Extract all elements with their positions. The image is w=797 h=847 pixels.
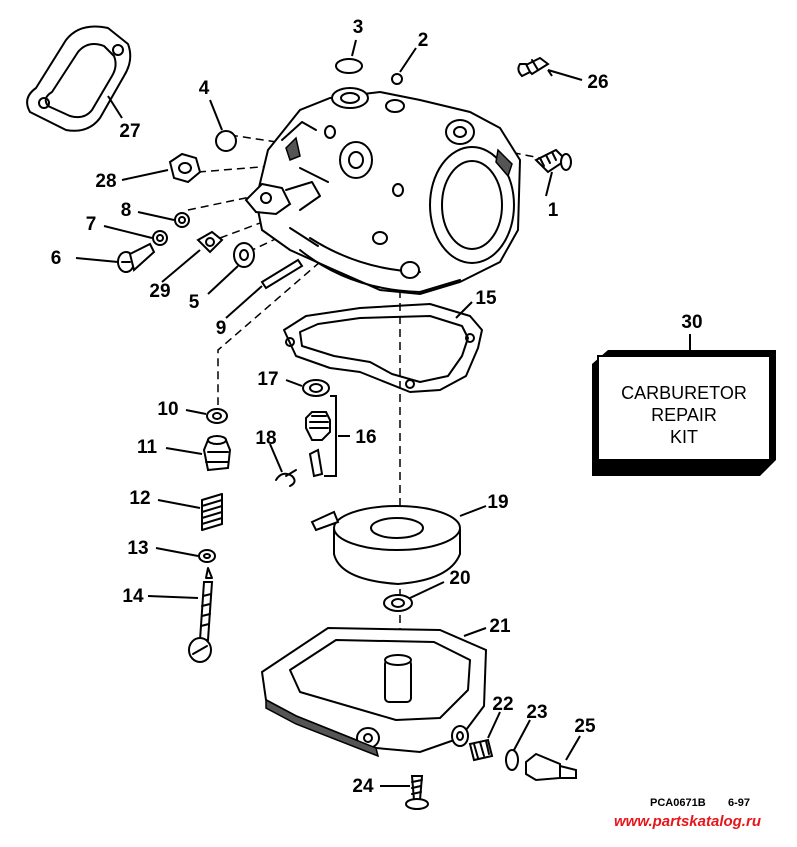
callout-8: 8 <box>121 200 132 221</box>
kit-label-line3: KIT <box>670 427 698 447</box>
part-8-lockwasher <box>174 212 190 228</box>
callout-1: 1 <box>548 200 559 221</box>
part-14-mixture-screw <box>188 567 214 663</box>
callout-26: 26 <box>587 72 608 93</box>
callout-10: 10 <box>157 399 178 420</box>
part-6-screw <box>117 242 156 273</box>
part-22-plug <box>468 738 494 762</box>
callout-4: 4 <box>199 78 210 99</box>
callout-21: 21 <box>489 616 511 637</box>
part-30-repair-kit: CARBURETOR REPAIR KIT <box>592 350 776 476</box>
part-3-plug <box>335 58 363 74</box>
callout-18: 18 <box>255 428 276 449</box>
callout-17: 17 <box>257 369 278 390</box>
part-11-plug <box>202 435 232 472</box>
callout-9: 9 <box>216 318 227 339</box>
callout-14: 14 <box>122 586 144 607</box>
part-27-gasket <box>26 25 132 132</box>
part-24-screw <box>405 775 429 810</box>
callout-7: 7 <box>86 214 97 235</box>
carburetor-body <box>244 87 522 296</box>
kit-label-line2: REPAIR <box>651 405 717 425</box>
part-5-washer <box>233 242 255 268</box>
part-18-clip <box>275 469 297 487</box>
diagram-date: 6-97 <box>728 797 750 809</box>
part-20-washer <box>383 594 413 612</box>
callout-20: 20 <box>449 568 470 589</box>
part-16-needle-seat <box>305 395 337 478</box>
leader-lines <box>75 39 691 787</box>
part-21-float-bowl <box>260 626 488 758</box>
callout-16: 16 <box>355 427 376 448</box>
callout-25: 25 <box>574 716 596 737</box>
part-23-oring <box>505 749 519 771</box>
kit-label-line1: CARBURETOR <box>621 383 747 403</box>
part-4-ball <box>215 130 237 152</box>
callout-labels: 1 2 3 4 5 6 7 8 9 10 11 12 13 14 15 16 1… <box>51 17 703 797</box>
callout-19: 19 <box>487 492 508 513</box>
part-1-screw <box>534 148 572 174</box>
callout-28: 28 <box>95 171 116 192</box>
callout-23: 23 <box>526 702 547 723</box>
part-15-gasket <box>283 303 483 393</box>
callout-27: 27 <box>119 121 140 142</box>
callout-13: 13 <box>127 538 148 559</box>
part-2-ball <box>391 73 403 85</box>
callout-2: 2 <box>418 30 429 51</box>
callout-15: 15 <box>475 288 497 309</box>
part-9-pin <box>260 258 304 290</box>
part-12-spring <box>201 493 223 531</box>
part-13-oring <box>198 549 216 563</box>
part-7-washer <box>152 230 168 246</box>
part-26-fitting <box>517 56 550 78</box>
callout-3: 3 <box>353 17 364 38</box>
part-28-nut <box>168 152 202 184</box>
part-25-fitting <box>525 752 577 782</box>
watermark-url: www.partskatalog.ru <box>614 813 761 830</box>
part-29-fitting <box>196 230 224 254</box>
callout-6: 6 <box>51 248 62 269</box>
callout-24: 24 <box>352 776 374 797</box>
part-17-gasket <box>302 379 330 397</box>
callout-29: 29 <box>149 281 170 302</box>
callout-30: 30 <box>681 312 702 333</box>
diagram-code: PCA0671B <box>650 797 706 809</box>
callout-12: 12 <box>129 488 150 509</box>
callout-11: 11 <box>137 437 158 458</box>
callout-22: 22 <box>492 694 513 715</box>
part-10-washer <box>206 408 228 424</box>
callout-5: 5 <box>189 292 200 313</box>
part-19-float <box>310 505 461 586</box>
